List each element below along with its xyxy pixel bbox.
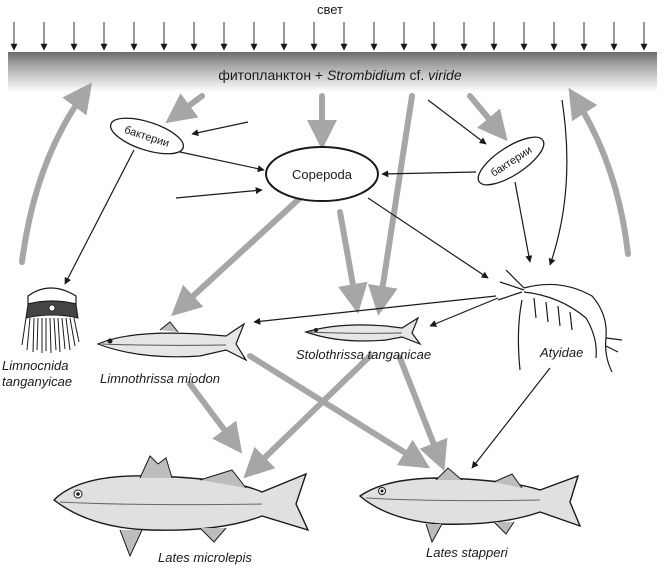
arrow-limnothrissa-to-stapperi [247, 353, 431, 469]
atyidae-label: Atyidae [539, 345, 583, 360]
arrow-stolothrissa-to-stapperi [397, 355, 448, 472]
limnothrissa-label: Limnothrissa miodon [100, 371, 220, 386]
arrow-copepoda-to-stolothrissa [337, 209, 368, 314]
copepoda-label: Copepoda [292, 167, 353, 182]
stolothrissa-label: Stolothrissa tanganicae [296, 347, 431, 362]
arrow-surface-to-stolothrissa [367, 93, 415, 316]
arrow-limnothrissa-to-microlepis [187, 381, 243, 454]
stolothrissa-drawing [304, 316, 422, 346]
arrow-limnocnida-to-surface [19, 82, 93, 265]
arrow-surface-to-bacteria-left [165, 93, 205, 124]
arrow-copepoda-to-limnothrissa [171, 195, 303, 317]
light-arrows [10, 22, 648, 51]
arrow-stolothrissa-to-microlepis [243, 353, 373, 479]
arrow-atyidae-to-stolothrissa [429, 297, 499, 327]
copepoda-node: Copepoda [265, 146, 379, 202]
limnothrissa-drawing [96, 321, 248, 362]
arrow-bacteria-right-to-atyidae [514, 181, 533, 263]
limnocnida-label-2: tanganyicae [2, 374, 72, 389]
atyidae-drawing [497, 269, 623, 373]
arrow-atyidae-to-stapperi [471, 367, 551, 469]
arrow-surface-to-bacteria-right-thin [427, 99, 487, 145]
thin-arrows [64, 99, 568, 469]
arrow-surface-to-atyidae [548, 99, 568, 266]
lates-microlepis-label: Lates microlepis [158, 550, 252, 565]
arrow-atyidae-to-surface [568, 87, 631, 257]
bacteria-right-node: бактерии [477, 136, 545, 186]
surface-band [8, 52, 657, 92]
arrow-copepoda-to-atyidae [367, 197, 489, 279]
lates-stapperi-drawing [358, 467, 582, 544]
surface-label: фитопланктон + Strombidium cf. viride [218, 67, 461, 83]
arrow-in-to-copepoda [175, 187, 263, 199]
lates-microlepis-drawing [52, 455, 310, 558]
arrow-surface-to-bacteria-right [467, 93, 508, 142]
arrow-bacteria-right-to-copepoda [381, 170, 477, 178]
limnocnida-drawing [21, 287, 80, 354]
arrow-bacteria-left-to-copepoda [179, 151, 265, 173]
lates-stapperi-label: Lates stapperi [426, 545, 509, 560]
arrow-in-to-bacteria-left [191, 121, 249, 137]
arrow-atyidae-to-limnothrissa [253, 295, 497, 325]
thick-arrows [19, 82, 631, 479]
limnocnida-label: Limnocnida [2, 358, 69, 373]
arrow-bacteria-left-to-limnocnida [64, 149, 135, 285]
light-label: свет [317, 2, 343, 17]
